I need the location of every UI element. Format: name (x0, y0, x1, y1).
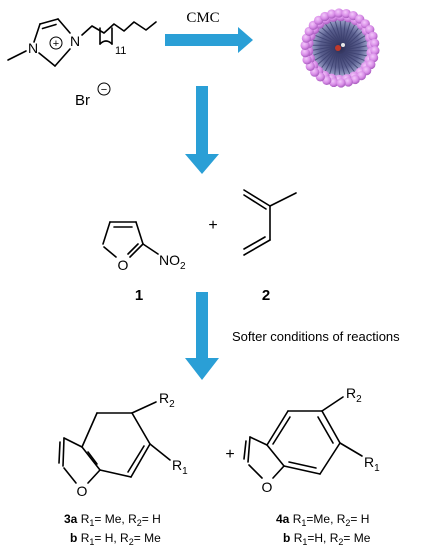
compound-2-number: 2 (262, 287, 270, 304)
plus-sign-products: + (225, 446, 234, 463)
product-4b-definition: b R1=H, R2= Me (283, 531, 371, 547)
product-4a-definition: 4a R1=Me, R2= H (276, 512, 369, 528)
product-3-r2: R2 (159, 390, 175, 410)
cation-charge: + (53, 38, 59, 50)
product-4-r2: R2 (346, 385, 362, 405)
product-4-r1: R1 (364, 454, 380, 474)
nitrogen-atom-3: N (70, 33, 80, 49)
compound-1-nitrofuran: O NO2 (102, 221, 186, 273)
product-4-oxygen: O (262, 479, 273, 495)
cmc-label: CMC (186, 10, 219, 26)
product-4-benzofuran: O R2 R1 (243, 385, 380, 495)
arrow-down-to-products (185, 292, 219, 380)
product-3b-definition: b R1= H, R2= Me (70, 531, 161, 547)
compound-1-number: 1 (135, 287, 143, 304)
product-3-r1: R1 (172, 457, 188, 477)
compound-2-isoprene (243, 189, 297, 256)
product-3-oxygen: O (77, 483, 88, 499)
furan-oxygen: O (118, 257, 129, 273)
product-3-tetrahydrobenzofuran: O R2 R1 (58, 390, 188, 499)
plus-sign-reactants: + (208, 217, 217, 234)
nitrogen-atom-1: N (28, 40, 38, 56)
arrow-to-micelle (165, 27, 253, 53)
product-3a-definition: 3a R1= Me, R2= H (64, 512, 161, 528)
nitro-group: NO2 (159, 252, 186, 272)
micelle-image (300, 8, 380, 88)
anion-charge: − (101, 84, 107, 96)
arrow-down-to-reactants (185, 86, 219, 174)
imidazolium-bromide: + N N 11 Br − (7, 18, 157, 109)
bromide-counterion: Br (75, 92, 90, 109)
conditions-label: Softer conditions of reactions (232, 329, 400, 344)
chain-repeat-subscript: 11 (115, 45, 126, 57)
